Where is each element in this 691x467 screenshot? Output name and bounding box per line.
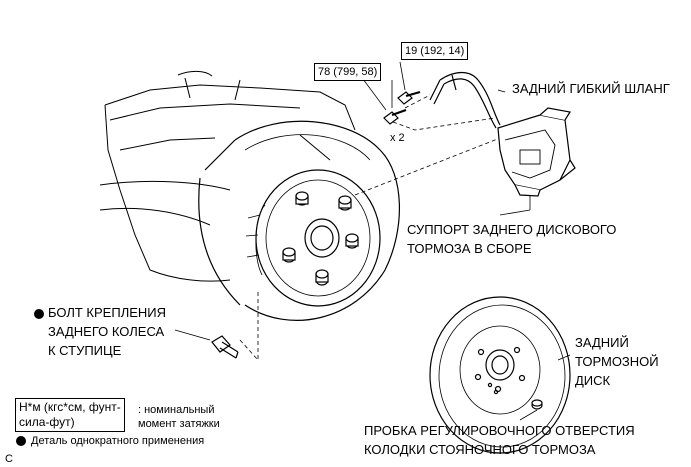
brake-disc — [429, 296, 571, 454]
non-reusable-dot-icon — [34, 309, 44, 319]
legend-torque-unit-box: Н*м (кгс*см, фунт- сила-фут) — [15, 398, 125, 432]
brake-caliper — [497, 107, 576, 210]
label-caliper-line1: СУППОРТ ЗАДНЕГО ДИСКОВОГО — [407, 222, 617, 237]
legend-non-reusable-dot-icon — [16, 436, 26, 446]
plug-leader — [519, 409, 538, 421]
caliper-bolt — [383, 108, 407, 125]
label-hub-bolt-line3: К СТУПИЦЕ — [48, 343, 122, 358]
label-plug-line1: ПРОБКА РЕГУЛИРОВОЧНОГО ОТВЕРСТИЯ — [364, 423, 635, 438]
backing-plate — [198, 120, 400, 321]
hose-bolt — [397, 90, 421, 105]
hub-bolt — [211, 335, 239, 359]
caliper-bolt-torque-callout: 78 (799, 58) — [314, 63, 382, 81]
label-rear-flexible-hose: ЗАДНИЙ ГИБКИЙ ШЛАНГ — [512, 81, 670, 96]
label-plug-line2: КОЛОДКИ СТОЯНОЧНОГО ТОРМОЗА — [364, 442, 596, 457]
legend-non-reusable-text: Деталь однократного применения — [31, 435, 205, 447]
flexible-hose — [429, 71, 506, 129]
label-disc-line2: ТОРМОЗНОЙ — [575, 354, 659, 369]
hub-stud — [295, 191, 309, 206]
corner-mark: C — [5, 453, 13, 465]
label-caliper-line2: ТОРМОЗА В СБОРЕ — [407, 241, 532, 256]
hub-stud — [315, 269, 329, 286]
hub-stud — [345, 233, 359, 249]
hose-bolt-torque-callout: 19 (192, 14) — [401, 42, 469, 60]
bolt-quantity: x 2 — [390, 132, 405, 144]
caliper-leader — [499, 209, 531, 216]
hole-plug — [531, 399, 543, 410]
disc-leader — [557, 354, 571, 361]
label-disc-line1: ЗАДНИЙ — [575, 335, 629, 350]
hub-bolt-leader — [174, 329, 211, 341]
label-hub-bolt-line2: ЗАДНЕГО КОЛЕСА — [48, 324, 165, 339]
callout-leader — [399, 61, 406, 91]
label-disc-line3: ДИСК — [575, 373, 611, 388]
legend-torque-unit-text: : номинальный момент затяжки — [138, 404, 220, 430]
hub-stud — [338, 195, 352, 211]
axle-hub — [245, 169, 381, 307]
hub-stud — [282, 247, 296, 263]
suspension-outline — [99, 70, 356, 282]
label-hub-bolt-line1: БОЛТ КРЕПЛЕНИЯ — [48, 305, 167, 320]
